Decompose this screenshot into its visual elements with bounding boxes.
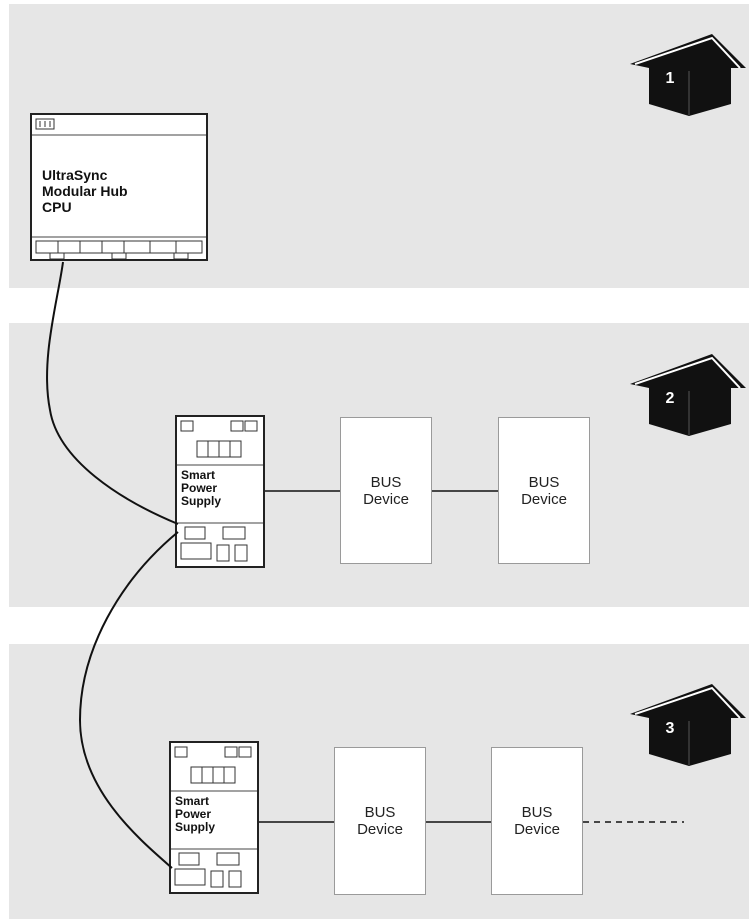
psu-label: Smart Power Supply <box>181 468 222 508</box>
smart-power-supply-1: Smart Power Supply <box>175 415 265 568</box>
house-number: 1 <box>665 70 675 87</box>
house-number: 3 <box>665 720 675 737</box>
bus-device: BUS Device <box>340 417 432 564</box>
cpu-module-graphic <box>32 118 206 259</box>
bus-device-label: BUS Device <box>514 804 560 838</box>
house-number: 2 <box>665 390 675 407</box>
psu-graphic <box>171 746 257 888</box>
bus-device-label: BUS Device <box>363 473 409 508</box>
house-icon: 3 <box>627 666 749 766</box>
bus-device: BUS Device <box>491 747 583 895</box>
smart-power-supply-2: Smart Power Supply <box>169 741 259 894</box>
bus-device: BUS Device <box>334 747 426 895</box>
bus-device: BUS Device <box>498 417 590 564</box>
psu-graphic <box>177 420 263 562</box>
bus-device-label: BUS Device <box>521 473 567 508</box>
house-icon: 2 <box>627 336 749 436</box>
psu-label: Smart Power Supply <box>175 794 216 834</box>
cpu-label: UltraSync Modular Hub CPU <box>42 167 128 215</box>
ultrasync-hub-cpu: UltraSync Modular Hub CPU <box>30 113 208 261</box>
bus-device-label: BUS Device <box>357 804 403 838</box>
house-icon: 1 <box>627 16 749 116</box>
